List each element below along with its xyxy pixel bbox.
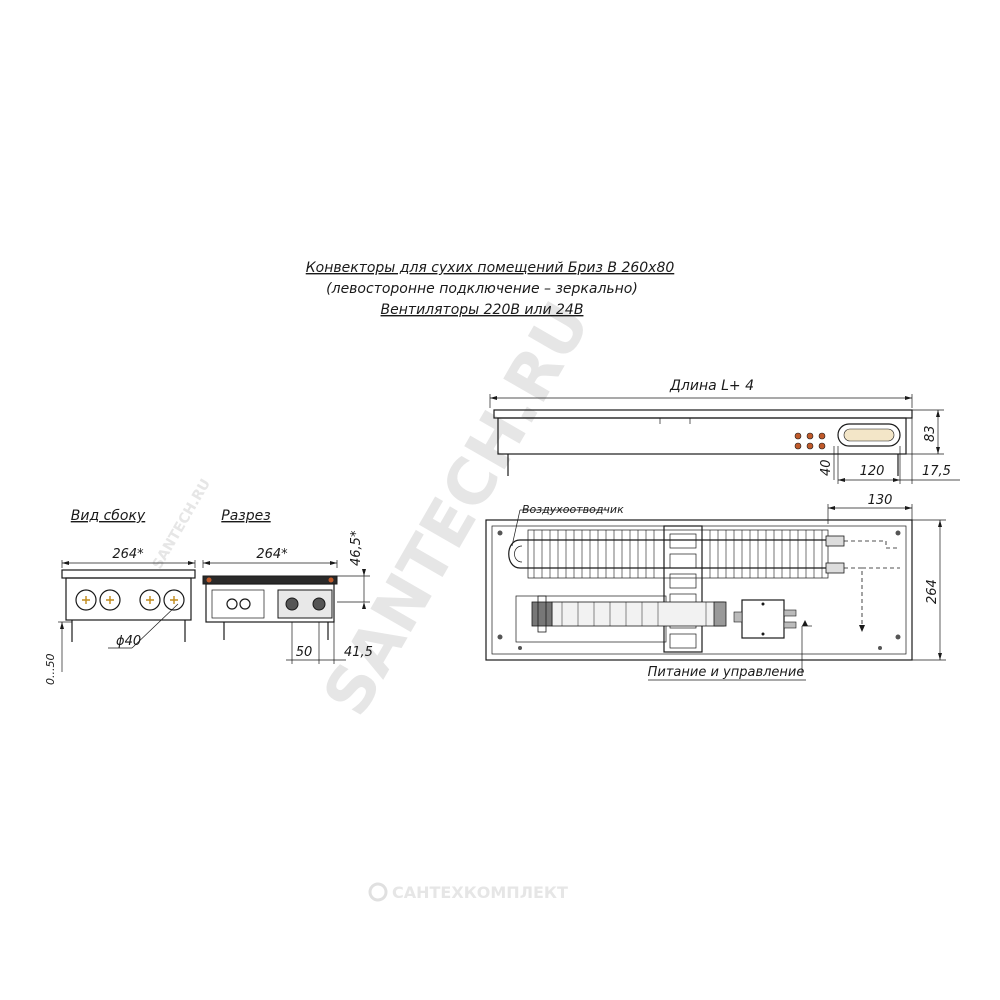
plan-view-dim-264: 264 [925,579,940,604]
side-view-lid [61,569,196,579]
front-view-height-dim: 83 [923,425,938,442]
plan-view-junction-box [741,599,785,639]
section-view-body [205,583,335,623]
plan-view: 130 [485,493,946,681]
section-view-fan [211,589,265,619]
plan-view-fan-motor [531,601,553,627]
section-view-label: Разрез [221,508,270,524]
front-view-length-dim: Длина L+ 4 [669,378,754,394]
section-view: Разрез 264* 46,5* 50 41,5 [202,508,373,664]
plan-view-power-label: Питание и управление [648,665,805,680]
plan-view-u-bend [508,539,521,569]
watermark-small-text: SANTECH.RU [150,476,214,572]
section-view-dim-50: 50 [296,645,313,660]
section-view-lid [202,575,338,585]
title-line-3: Вентиляторы 220В или 24В [381,302,584,318]
section-view-dim-41-5: 41,5 [344,645,373,660]
side-view: Вид сбоку 264* ϕ40 0...50 [44,508,196,686]
plan-view-fan-rotor [551,601,725,627]
plan-view-mounting-holes [497,530,901,650]
side-view-pipe-dim: ϕ40 [116,634,141,649]
plan-view-heat-exchanger [527,529,829,579]
section-view-width-dim: 264* [256,547,288,562]
watermark-bottom-text: САНТЕХКОМПЛЕКТ [392,883,568,902]
side-view-label: Вид сбоку [71,508,146,524]
watermark-bottom: САНТЕХКОМПЛЕКТ [368,882,568,902]
watermark-logo-icon [368,882,388,902]
side-view-width-dim: 264* [112,547,144,562]
title-line-1: Конвекторы для сухих помещений Бриз В 26… [306,260,675,276]
front-view-connection-holes [794,432,826,450]
front-view-dim-40: 40 [819,459,834,476]
front-view-dim-17-5: 17,5 [922,464,951,479]
section-view-height-dim: 46,5* [349,530,364,566]
front-view: Длина L+ 4 83 4 [489,378,960,484]
front-view-body [497,417,907,455]
plan-view-frame [485,519,913,661]
front-view-dim-120: 120 [860,464,885,479]
side-view-bottom-dim: 0...50 [44,654,57,686]
plan-view-fins [533,530,823,578]
title-line-2: (левосторонне подключение – зеркально) [326,281,638,297]
side-view-body [65,577,192,621]
front-view-opening [837,423,901,447]
plan-view-center-bracket [663,525,703,653]
plan-view-dim-130: 130 [868,493,893,508]
side-view-pipes [75,589,185,611]
plan-view-air-vent-label: Воздухоотводчик [522,503,624,516]
title-block: Конвекторы для сухих помещений Бриз В 26… [306,260,675,318]
